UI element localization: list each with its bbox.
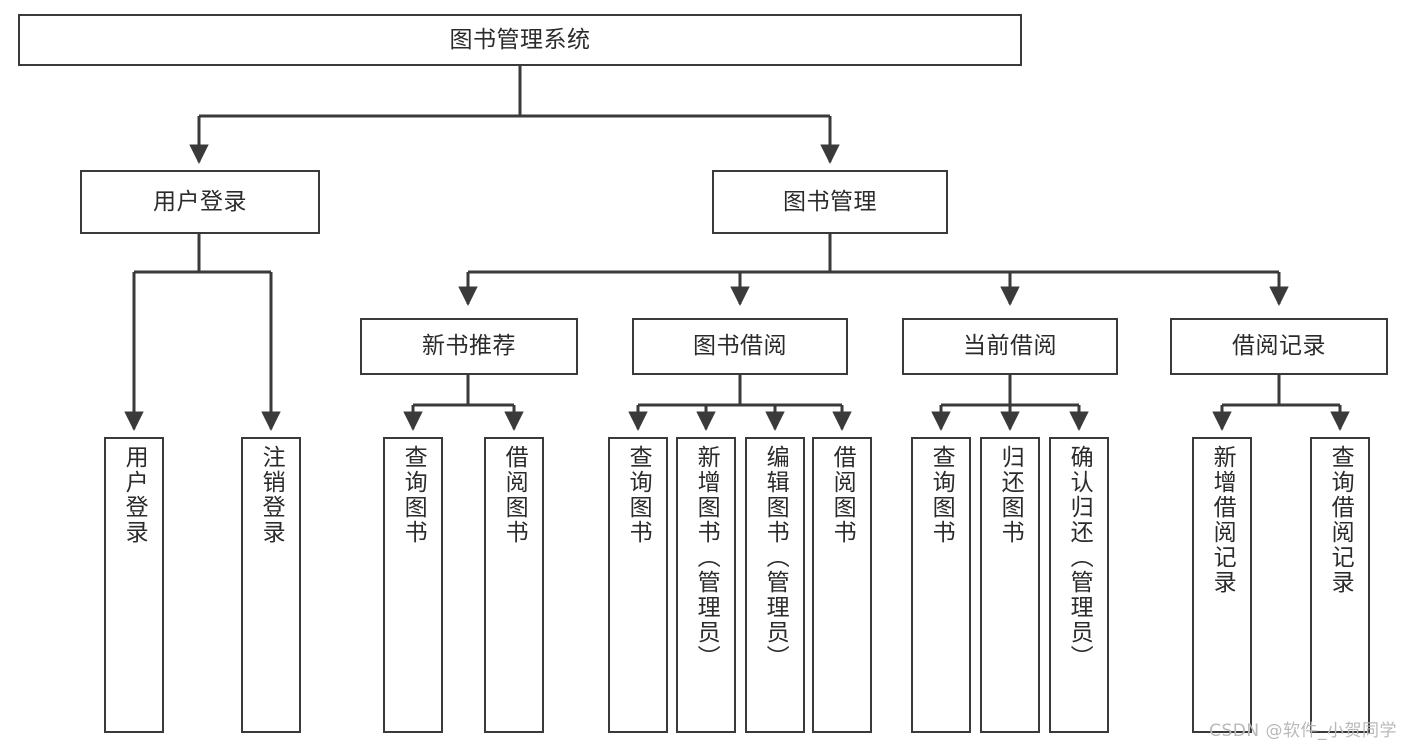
leaf-new-book-borrow-book[interactable]: 借阅图书: [484, 437, 544, 733]
leaf-book-borrow-borrow-book[interactable]: 借阅图书: [812, 437, 872, 733]
node-label: 新增图书（管理员）: [693, 445, 720, 670]
leaf-new-book-query-book[interactable]: 查询图书: [383, 437, 443, 733]
node-label: 查询借阅记录: [1327, 445, 1354, 595]
node-label: 查询图书: [625, 445, 652, 545]
node-book-borrow[interactable]: 图书借阅: [632, 318, 848, 375]
node-label: 用户登录: [153, 188, 247, 215]
node-label: 当前借阅: [963, 333, 1057, 360]
node-label: 新书推荐: [422, 333, 516, 360]
node-label: 用户登录: [121, 445, 148, 545]
leaf-current-borrow-return-book[interactable]: 归还图书: [980, 437, 1040, 733]
leaf-current-borrow-confirm-return-admin[interactable]: 确认归还（管理员）: [1049, 437, 1109, 733]
leaf-current-borrow-query-book[interactable]: 查询图书: [911, 437, 971, 733]
node-root-book-management-system[interactable]: 图书管理系统: [18, 14, 1022, 66]
node-label: 注销登录: [258, 445, 285, 545]
node-label: 新增借阅记录: [1209, 445, 1236, 595]
leaf-book-borrow-query-book[interactable]: 查询图书: [608, 437, 668, 733]
watermark: CSDN @软件_小贺同学: [1209, 721, 1397, 741]
node-label: 图书借阅: [693, 333, 787, 360]
node-label: 确认归还（管理员）: [1066, 445, 1093, 670]
node-label: 查询图书: [928, 445, 955, 545]
leaf-book-borrow-edit-book-admin[interactable]: 编辑图书（管理员）: [745, 437, 805, 733]
node-label: 编辑图书（管理员）: [762, 445, 789, 670]
node-label: 借阅图书: [829, 445, 856, 545]
leaf-user-login-login[interactable]: 用户登录: [104, 437, 164, 733]
node-label: 查询图书: [400, 445, 427, 545]
leaf-borrow-record-query-record[interactable]: 查询借阅记录: [1310, 437, 1370, 733]
leaf-user-login-logout[interactable]: 注销登录: [241, 437, 301, 733]
node-current-borrow[interactable]: 当前借阅: [902, 318, 1118, 375]
node-user-login[interactable]: 用户登录: [80, 170, 320, 234]
leaf-book-borrow-add-book-admin[interactable]: 新增图书（管理员）: [676, 437, 736, 733]
node-label: 归还图书: [997, 445, 1024, 545]
node-label: 图书管理: [783, 188, 877, 215]
node-borrow-record[interactable]: 借阅记录: [1170, 318, 1388, 375]
node-label: 图书管理系统: [449, 26, 591, 53]
node-label: 借阅图书: [501, 445, 528, 545]
node-label: 借阅记录: [1232, 333, 1326, 360]
node-new-book-recommend[interactable]: 新书推荐: [360, 318, 578, 375]
leaf-borrow-record-add-record[interactable]: 新增借阅记录: [1192, 437, 1252, 733]
node-book-management[interactable]: 图书管理: [712, 170, 948, 234]
